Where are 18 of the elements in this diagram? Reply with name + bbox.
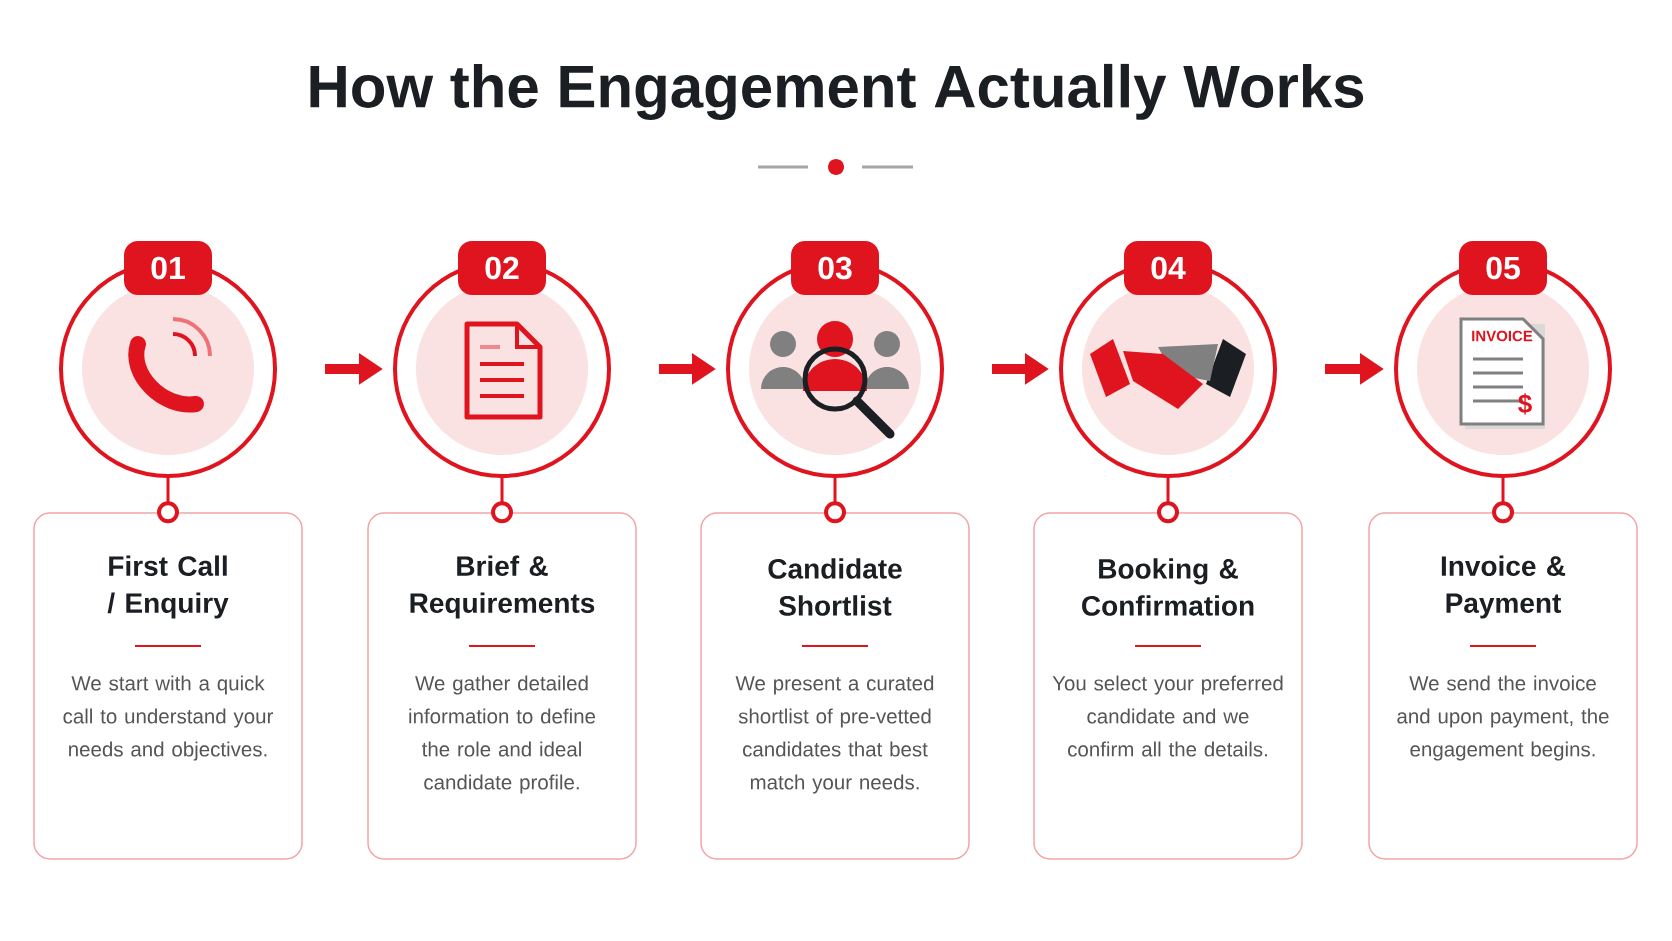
step-card: First Call / Enquiry We start with a quick call to understand your needs and objectives. [33, 512, 303, 860]
number-badge: 04 [1124, 241, 1212, 295]
step-card: Brief & Requirements We gather detailed information to define the role and ideal candidate profile. [367, 512, 637, 860]
currency-sign: $ [1518, 393, 1532, 415]
number-badge: 03 [791, 241, 879, 295]
title: How the Engagement Actually Works [310, 63, 1364, 121]
step-card: Booking & Confirmation You select your preferred candidate and we confirm all the details. [1033, 512, 1303, 860]
pin-connector [1157, 478, 1179, 524]
step-card: Invoice & Payment We send the invoice and upon payment, the engagement begins. [1368, 512, 1638, 860]
pin-connector [824, 478, 846, 524]
number-badge: 02 [458, 241, 546, 295]
number-badge: 05 [1459, 241, 1547, 295]
pin-connector [491, 478, 513, 524]
document-label: INVOICE [1472, 330, 1533, 342]
pin-connector [157, 478, 179, 524]
step-card: Candidate Shortlist We present a curated shortlist of pre-vetted candidates that best match your needs. [700, 512, 970, 860]
number-badge: 01 [124, 241, 212, 295]
pin-connector [1492, 478, 1514, 524]
